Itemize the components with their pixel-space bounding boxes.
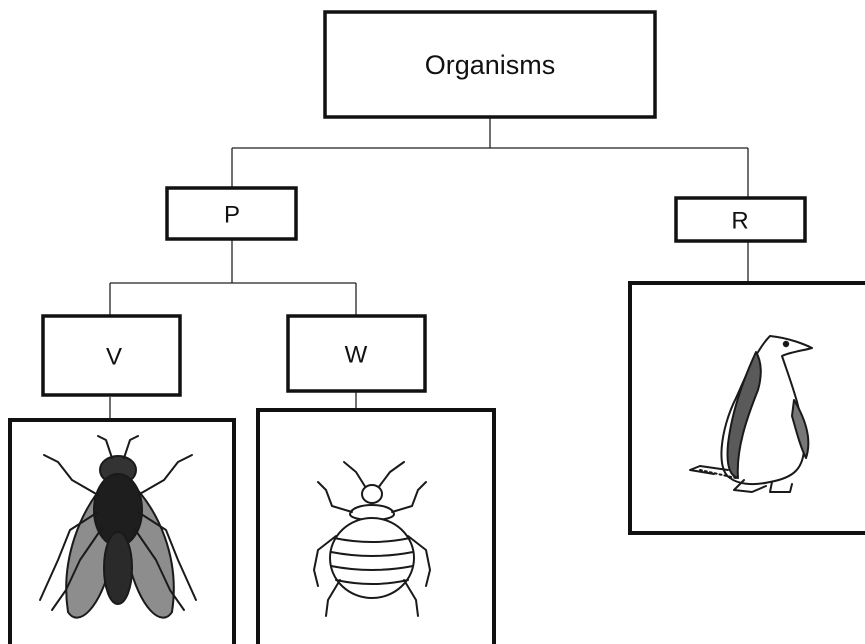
group-p-box: P: [167, 188, 296, 239]
group-p-label: P: [224, 201, 240, 228]
group-v-label: V: [106, 343, 122, 370]
bed-bug-image-frame: [258, 410, 494, 644]
housefly-image-frame: [10, 420, 234, 644]
group-w-box: W: [288, 316, 425, 391]
penguin-image-frame: [630, 283, 865, 533]
organisms-label: Organisms: [425, 50, 556, 80]
group-w-label: W: [345, 341, 368, 368]
group-r-box: R: [676, 198, 805, 241]
organisms-box: Organisms: [325, 12, 655, 117]
group-v-box: V: [43, 316, 180, 395]
group-r-label: R: [731, 207, 748, 234]
